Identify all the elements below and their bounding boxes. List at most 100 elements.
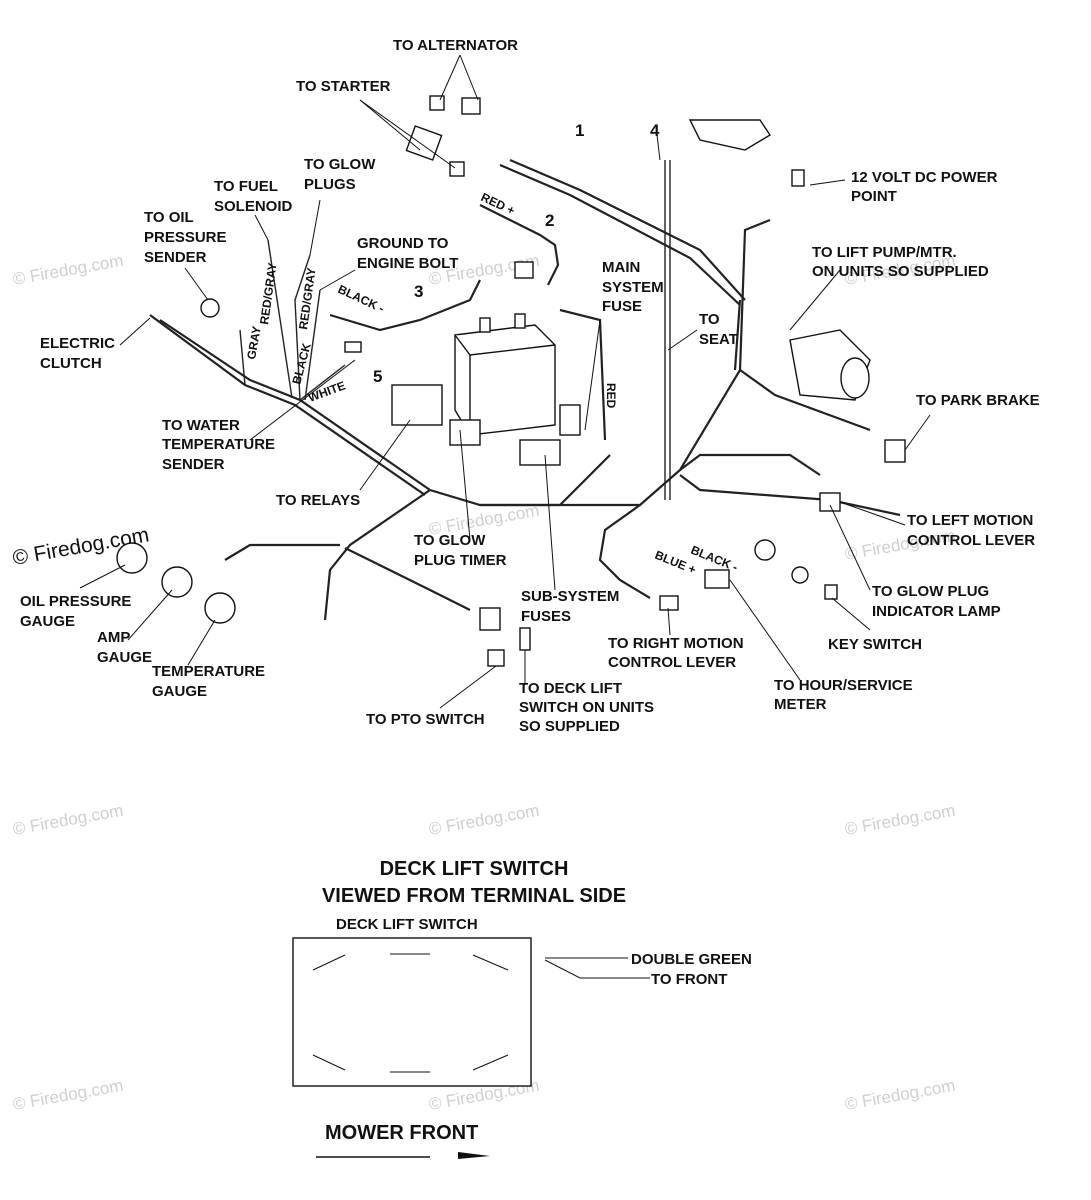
label-amp-gauge: AMP [97, 629, 130, 646]
wire-label-red: RED [604, 383, 618, 409]
amp-gauge [161, 566, 193, 598]
label-amp-gauge: GAUGE [97, 649, 152, 666]
label-starter: TO STARTER [296, 78, 391, 95]
water-temp-sender [344, 341, 362, 353]
label-glow-lamp: INDICATOR LAMP [872, 603, 1001, 620]
label-power-point: POINT [851, 188, 897, 205]
label-fuel-solenoid: TO FUEL [214, 178, 278, 195]
label-lift-pump: TO LIFT PUMP/MTR. [812, 244, 957, 261]
inset-box-label: DECK LIFT SWITCH [336, 916, 478, 933]
relays-block [391, 384, 443, 426]
deck-lift-switch-box [292, 937, 532, 1087]
inset-callout: DOUBLE GREEN [631, 951, 752, 968]
wire-label-gray: GRAY [244, 325, 264, 360]
label-glow-plugs: TO GLOW [304, 156, 376, 173]
main-fuse [559, 404, 581, 436]
label-water-temp-sender: TO WATER [162, 417, 240, 434]
oil-pressure-sender [200, 298, 220, 318]
label-seat: TO [699, 311, 720, 328]
item-number-2: 2 [545, 211, 554, 230]
inset-title: DECK LIFT SWITCH [380, 858, 569, 880]
item-number-4: 4 [650, 121, 660, 140]
key-switch [824, 584, 838, 600]
label-glow-plugs: PLUGS [304, 176, 356, 193]
callout-labels: TO ALTERNATOR TO STARTER TO GLOW PLUGS T… [20, 37, 1040, 735]
label-seat: SEAT [699, 331, 738, 348]
label-oil-pressure-sender: TO OIL [144, 209, 194, 226]
label-deck-lift: SO SUPPLIED [519, 718, 620, 735]
label-relays: TO RELAYS [276, 492, 360, 509]
seat-bracket [688, 119, 771, 151]
label-pto-switch: TO PTO SWITCH [366, 711, 485, 728]
right-motion-connector [659, 595, 679, 611]
label-oil-gauge: OIL PRESSURE [20, 593, 131, 610]
label-deck-lift: TO DECK LIFT [519, 680, 622, 697]
label-oil-pressure-sender: SENDER [144, 249, 207, 266]
glow-plug-timer [449, 419, 481, 446]
label-key-switch: KEY SWITCH [828, 636, 922, 653]
watermark: © Firedog.com [11, 801, 124, 839]
label-glow-plug-timer: PLUG TIMER [414, 552, 507, 569]
label-power-point: 12 VOLT DC POWER [851, 169, 998, 186]
park-brake-switch [884, 439, 906, 463]
inset-subtitle: VIEWED FROM TERMINAL SIDE [322, 885, 626, 907]
label-left-motion: TO LEFT MOTION [907, 512, 1033, 529]
label-right-motion: CONTROL LEVER [608, 654, 736, 671]
power-point-socket [791, 169, 805, 187]
label-right-motion: TO RIGHT MOTION [608, 635, 744, 652]
label-main-fuse: FUSE [602, 298, 642, 315]
label-main-fuse: MAIN [602, 259, 640, 276]
sub-fuse-block [519, 439, 561, 466]
deck-lift-switch-component [519, 627, 531, 651]
label-left-motion: CONTROL LEVER [907, 532, 1035, 549]
label-hour-meter: METER [774, 696, 827, 713]
label-electric-clutch: ELECTRIC [40, 335, 115, 352]
wire-label-white: WHITE [306, 378, 347, 404]
label-sub-fuses: FUSES [521, 608, 571, 625]
left-motion-connector [819, 492, 841, 512]
label-oil-gauge: GAUGE [20, 613, 75, 630]
item-number-3: 3 [414, 282, 423, 301]
item-numbers: 1 2 3 4 5 [373, 121, 660, 386]
label-deck-lift: SWITCH ON UNITS [519, 699, 654, 716]
starter-terminal [429, 95, 445, 111]
harness-lines [149, 158, 901, 621]
direction-arrow [458, 1152, 490, 1159]
label-glow-lamp: TO GLOW PLUG [872, 583, 989, 600]
label-electric-clutch: CLUTCH [40, 355, 102, 372]
watermark: © Firedog.com [427, 801, 540, 839]
oil-pressure-gauge [116, 542, 148, 574]
temperature-gauge [204, 592, 236, 624]
label-temp-gauge: GAUGE [152, 683, 207, 700]
label-sub-fuses: SUB-SYSTEM [521, 588, 619, 605]
battery [454, 313, 556, 436]
label-hour-meter: TO HOUR/SERVICE [774, 677, 913, 694]
mower-front-label: MOWER FRONT [325, 1122, 478, 1144]
leader-lines [79, 54, 931, 709]
label-ground: GROUND TO [357, 235, 449, 252]
label-water-temp-sender: TEMPERATURE [162, 436, 275, 453]
alternator-terminal [449, 161, 465, 177]
watermark: © Firedog.com [843, 801, 956, 839]
label-lift-pump: ON UNITS SO SUPPLIED [812, 263, 989, 280]
watermark: © Firedog.com [843, 1076, 956, 1114]
lift-pump-motor [789, 329, 871, 401]
pto-connector [479, 607, 501, 631]
label-temp-gauge: TEMPERATURE [152, 663, 265, 680]
inset-callout: TO FRONT [651, 971, 727, 988]
pto-switch [487, 649, 505, 667]
label-fuel-solenoid: SOLENOID [214, 198, 293, 215]
label-alternator: TO ALTERNATOR [393, 37, 518, 54]
label-ground: ENGINE BOLT [357, 255, 458, 272]
watermark: © Firedog.com [11, 1076, 124, 1114]
components [116, 95, 906, 667]
alternator-connector [461, 97, 481, 115]
ground-terminal [514, 261, 534, 279]
label-oil-pressure-sender: PRESSURE [144, 229, 227, 246]
glow-lamp [754, 539, 776, 561]
label-park-brake: TO PARK BRAKE [916, 392, 1040, 409]
wire-label-black-minus: BLACK - [336, 282, 387, 316]
label-water-temp-sender: SENDER [162, 456, 225, 473]
label-glow-plug-timer: TO GLOW [414, 532, 486, 549]
